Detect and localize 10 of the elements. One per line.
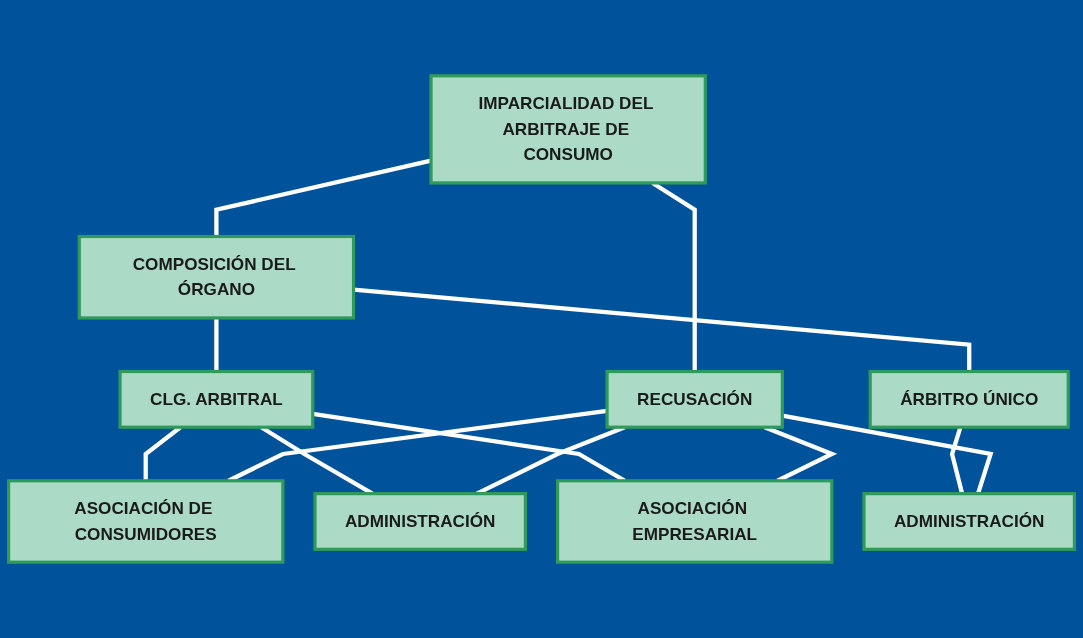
node-box: RECUSACIÓN (605, 369, 784, 429)
node-box: ADMINISTRACIÓN (862, 492, 1077, 551)
node-box: ASOCIACIÓN EMPRESARIAL (555, 479, 834, 564)
node-box: IMPARCIALIDAD DEL ARBITRAJE DE CONSUMO (429, 74, 707, 185)
node-box: ASOCIACIÓN DE CONSUMIDORES (6, 479, 285, 564)
node-box: ADMINISTRACIÓN (313, 492, 528, 551)
node-box: CLG. ARBITRAL (118, 369, 315, 429)
node-box: COMPOSICIÓN DEL ÓRGANO (77, 234, 356, 320)
connector (214, 317, 219, 372)
node-box: ÁRBITRO ÚNICO (868, 369, 1070, 429)
